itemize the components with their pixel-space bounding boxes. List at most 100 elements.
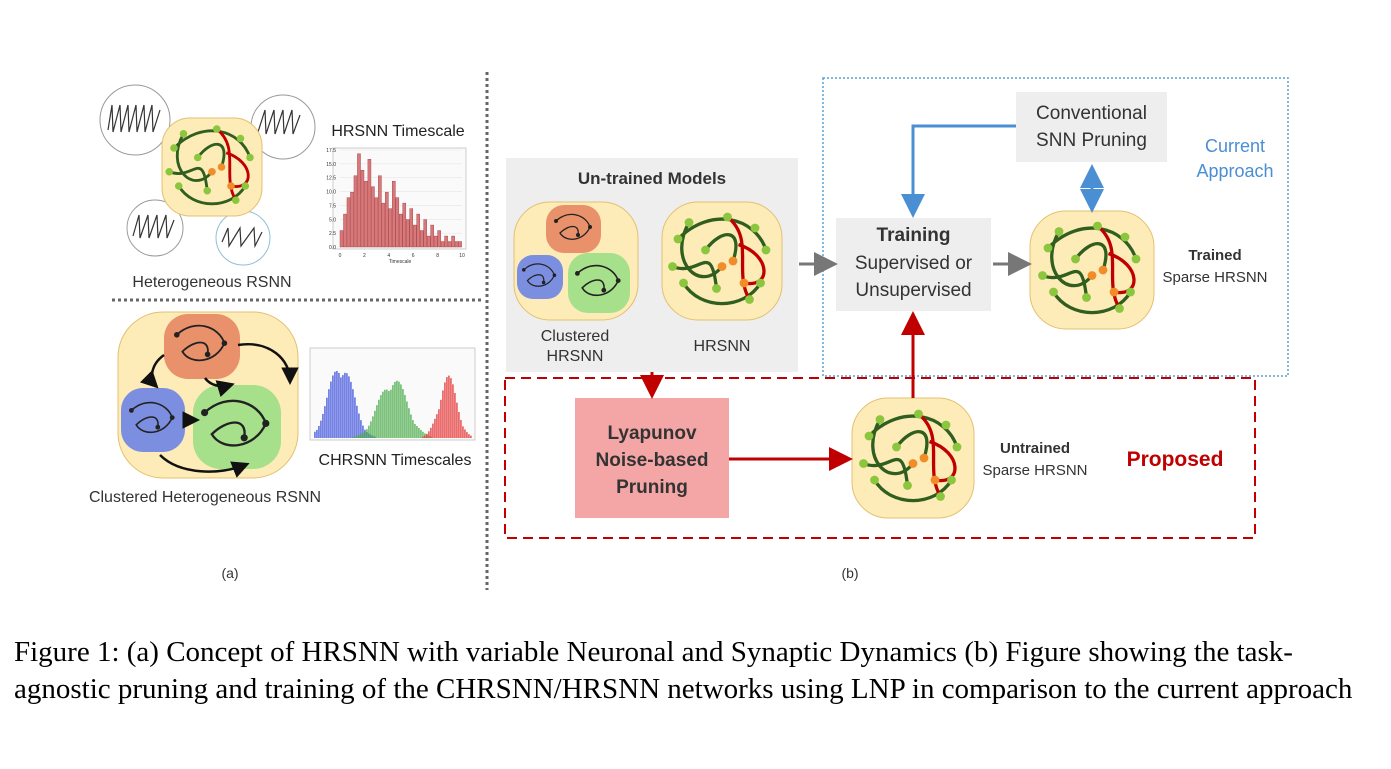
histogram-bar [339,230,344,248]
current-approach-label: Current Approach [1196,136,1274,181]
distribution-bar [382,391,384,438]
distribution-bar [342,375,344,438]
histogram-bar [388,208,393,248]
distribution-bar [460,420,462,438]
distribution-bar [408,408,410,438]
distribution-bar [416,425,418,438]
distribution-bar [320,420,322,438]
distribution-bar [374,410,376,438]
proposed-region [504,377,1256,539]
distribution-bar [356,435,358,438]
distribution-bar [356,405,358,438]
distribution-bar [462,426,464,438]
distribution-bar [434,418,436,438]
distribution-bar [446,377,448,438]
distribution-bar [324,406,326,438]
neuron-trace-bottom-left [126,199,184,257]
distribution-bar [412,420,414,438]
distribution-bar [388,390,390,438]
lnp-label: Lyapunov Noise-based Pruning [595,423,709,498]
distribution-bar [314,431,316,438]
distribution-bar [344,372,346,438]
distribution-bar [430,427,432,438]
trained-sparse-hrsnn-network [1029,210,1155,330]
distribution-bar [414,424,416,438]
distribution-bar [330,381,332,438]
hrsnn-network [661,201,783,321]
training-sub: Supervised or Unsupervised [854,253,973,301]
histogram-xtick: 8 [436,253,439,259]
histogram-ytick: 0.0 [329,245,336,251]
distribution-bar [404,394,406,438]
histogram-xtick: 10 [459,253,465,259]
distribution-bar [432,423,434,438]
distribution-bar [440,399,442,438]
distribution-bar [358,434,360,438]
distribution-bar [362,432,364,438]
histogram-ytick: 7.5 [329,203,336,209]
histogram-bar [426,235,431,248]
distribution-bar [350,381,352,438]
training-title: Training [876,225,951,246]
proposed-label: Proposed [1126,448,1224,471]
clustered-hrsnn-network [513,201,639,321]
histogram-bar [357,153,361,248]
distribution-bar [428,431,430,438]
distribution-bar [360,433,362,438]
panel-b-sub-label: (b) [841,565,859,581]
distribution-bar [444,382,446,438]
distribution-bar [422,436,424,438]
histogram-bar [409,208,414,248]
distribution-bar [380,395,382,438]
histogram-bar [430,224,434,248]
distribution-bar [450,378,452,438]
histogram-bar [454,241,459,248]
distribution-bar [470,435,472,438]
distribution-bar [334,371,336,438]
histogram-xlabel: Timescale [389,259,412,265]
histogram-bar [416,213,420,248]
hrsnn-label: HRSNN [693,338,751,355]
distribution-bar [368,425,370,438]
histogram-bar [413,224,417,248]
histogram-bar [402,202,407,248]
distribution-bar [376,405,378,438]
distribution-bar [418,428,420,438]
distribution-bar [442,390,444,438]
chrsnn-timescales-title: CHRSNN Timescales [318,452,472,469]
histogram-bar [406,219,410,248]
distribution-bar [328,389,330,438]
histogram-xtick: 2 [363,253,366,259]
histogram-bar [350,191,354,248]
training-box [836,218,991,311]
distribution-bar [322,413,324,438]
histogram-xtick: 4 [387,253,390,259]
histogram-bar [346,197,351,248]
distribution-bar [332,375,334,438]
histogram-bar [353,175,358,248]
histogram-bar [444,235,448,248]
histogram-bar [440,241,445,248]
distribution-bar [384,389,386,438]
untrained-sparse-hrsnn-network [851,397,975,519]
histogram-ytick: 15.0 [326,162,336,168]
neuron-trace-bottom-right [215,210,271,266]
distribution-bar [466,432,468,438]
distribution-bar [406,401,408,438]
untrained-title: Untrained [999,440,1070,457]
distribution-bar [364,431,366,438]
histogram-ytick: 17.5 [326,148,336,154]
untrained-sub: Sparse HRSNN [982,462,1088,479]
distribution-bar [396,380,398,438]
histogram-bar [378,175,382,248]
distribution-bar [458,411,460,438]
distribution-bar [400,384,402,438]
histogram-bar [360,169,365,248]
trained-title: Trained [1188,247,1242,264]
histogram-ytick: 2.5 [329,231,336,237]
distribution-bar [372,416,374,438]
distribution-bar [326,397,328,438]
distribution-bar [352,436,354,438]
